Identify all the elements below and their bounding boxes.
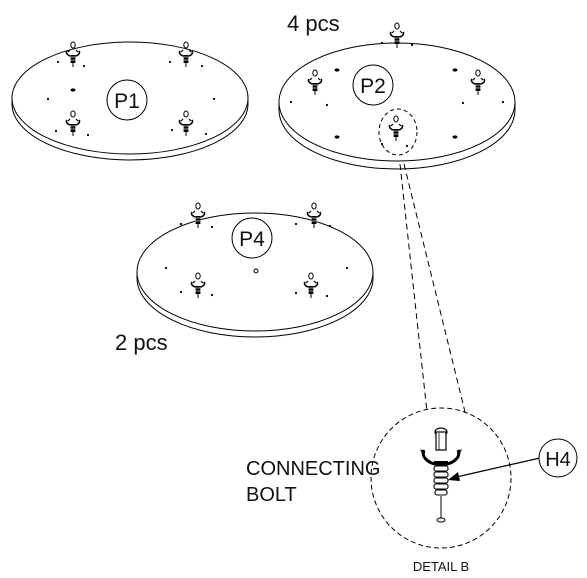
- caption-line1: CONNECTING: [246, 458, 380, 480]
- disc-p4: P4: [136, 202, 374, 338]
- callout-circle: [538, 438, 578, 478]
- part-label-circle: [106, 79, 148, 121]
- connecting-bolt-icon: [420, 427, 462, 523]
- detail-b: H4: [370, 407, 578, 549]
- part-label-p4: P4: [239, 228, 265, 251]
- disc-p1: P1: [11, 41, 249, 161]
- callout-arrow: [451, 457, 541, 479]
- detail-leader-lines: [399, 163, 466, 413]
- part-label-p2: P2: [360, 75, 386, 98]
- detail-title: DETAIL B: [413, 559, 469, 574]
- callout-h4: H4: [545, 449, 571, 471]
- part-label-p1: P1: [114, 90, 140, 113]
- caption-line2: BOLT: [246, 484, 297, 506]
- quantity-label-p2: 4 pcs: [287, 11, 340, 36]
- quantity-label-p4: 2 pcs: [115, 330, 168, 355]
- disc-p2: P2: [278, 22, 516, 170]
- detail-b-marker: [378, 108, 418, 156]
- part-label-circle: [231, 217, 273, 259]
- part-label-circle: [352, 64, 394, 106]
